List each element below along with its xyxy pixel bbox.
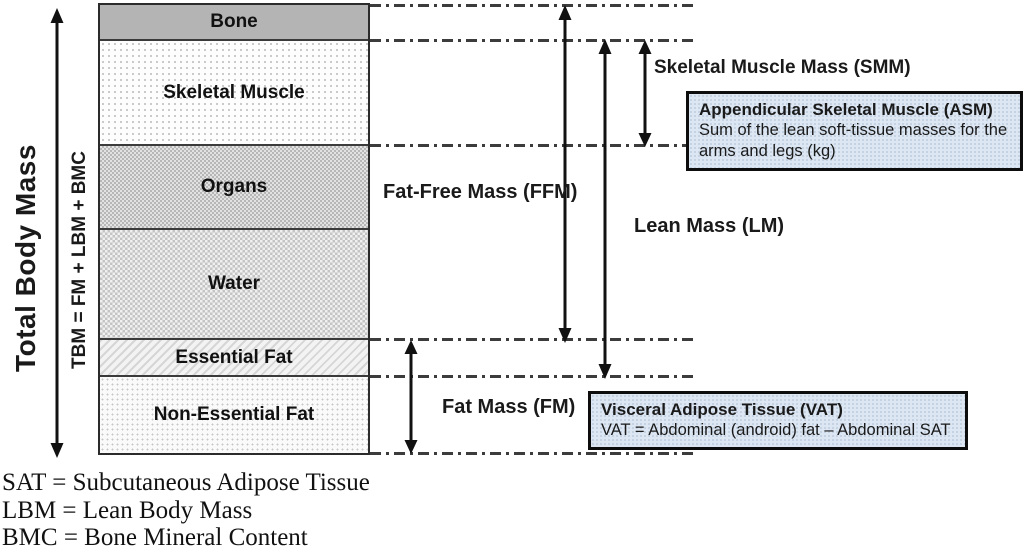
footnote-lbm: LBM = Lean Body Mass xyxy=(2,496,253,524)
total-body-mass-label: Total Body Mass xyxy=(10,143,41,372)
ffm-range-arrow xyxy=(558,5,572,343)
boundary-line-bone-muscle xyxy=(370,39,696,42)
footnote-sat: SAT = Subcutaneous Adipose Tissue xyxy=(2,469,370,496)
lm-label: Lean Mass (LM) xyxy=(634,215,785,237)
total-body-mass-arrow xyxy=(50,8,64,458)
footnote-bmc: BMC = Bone Mineral Content xyxy=(2,524,308,550)
ffm-label: Fat-Free Mass (FFM) xyxy=(383,181,578,203)
segment-non-essential-fat: Non-Essential Fat xyxy=(100,375,368,453)
segment-bone: Bone xyxy=(100,5,368,39)
lm-range-arrow xyxy=(598,39,612,379)
segment-water-label: Water xyxy=(207,273,261,294)
smm-range-arrow xyxy=(638,40,652,147)
vat-callout-title: Visceral Adipose Tissue (VAT) xyxy=(601,400,843,419)
boundary-line-bottom xyxy=(370,452,696,455)
segment-non-essential-fat-label: Non-Essential Fat xyxy=(153,404,315,425)
segment-skeletal-muscle-label: Skeletal Muscle xyxy=(163,81,305,103)
boundary-line-top xyxy=(370,4,696,7)
vat-callout-box: Visceral Adipose Tissue (VAT) VAT = Abdo… xyxy=(588,391,968,451)
asm-callout-box: Appendicular Skeletal Muscle (ASM) Sum o… xyxy=(686,91,1023,172)
boundary-line-muscle-organs xyxy=(370,144,696,147)
segment-organs: Organs xyxy=(100,144,368,228)
fm-label: Fat Mass (FM) xyxy=(442,396,576,418)
segment-essential-fat-label: Essential Fat xyxy=(175,346,293,368)
asm-callout-body: Sum of the lean soft-tissue masses for t… xyxy=(699,121,1008,161)
segment-essential-fat: Essential Fat xyxy=(100,338,368,375)
vat-callout-body: VAT = Abdominal (android) fat – Abdomina… xyxy=(601,421,951,440)
footnotes: SAT = Subcutaneous Adipose Tissue LBM = … xyxy=(2,469,370,550)
segment-bone-label: Bone xyxy=(210,11,258,32)
segment-water: Water xyxy=(100,228,368,338)
asm-callout-title: Appendicular Skeletal Muscle (ASM) xyxy=(699,100,993,119)
smm-label: Skeletal Muscle Mass (SMM) xyxy=(654,57,911,78)
boundary-line-essential-nonessential xyxy=(370,375,696,378)
body-composition-bar: Bone Skeletal Muscle Organs Water Essent… xyxy=(98,3,370,455)
segment-organs-label: Organs xyxy=(200,176,268,197)
fm-range-arrow xyxy=(404,340,418,454)
segment-skeletal-muscle: Skeletal Muscle xyxy=(100,39,368,144)
boundary-line-water-essentialfat xyxy=(370,338,696,341)
